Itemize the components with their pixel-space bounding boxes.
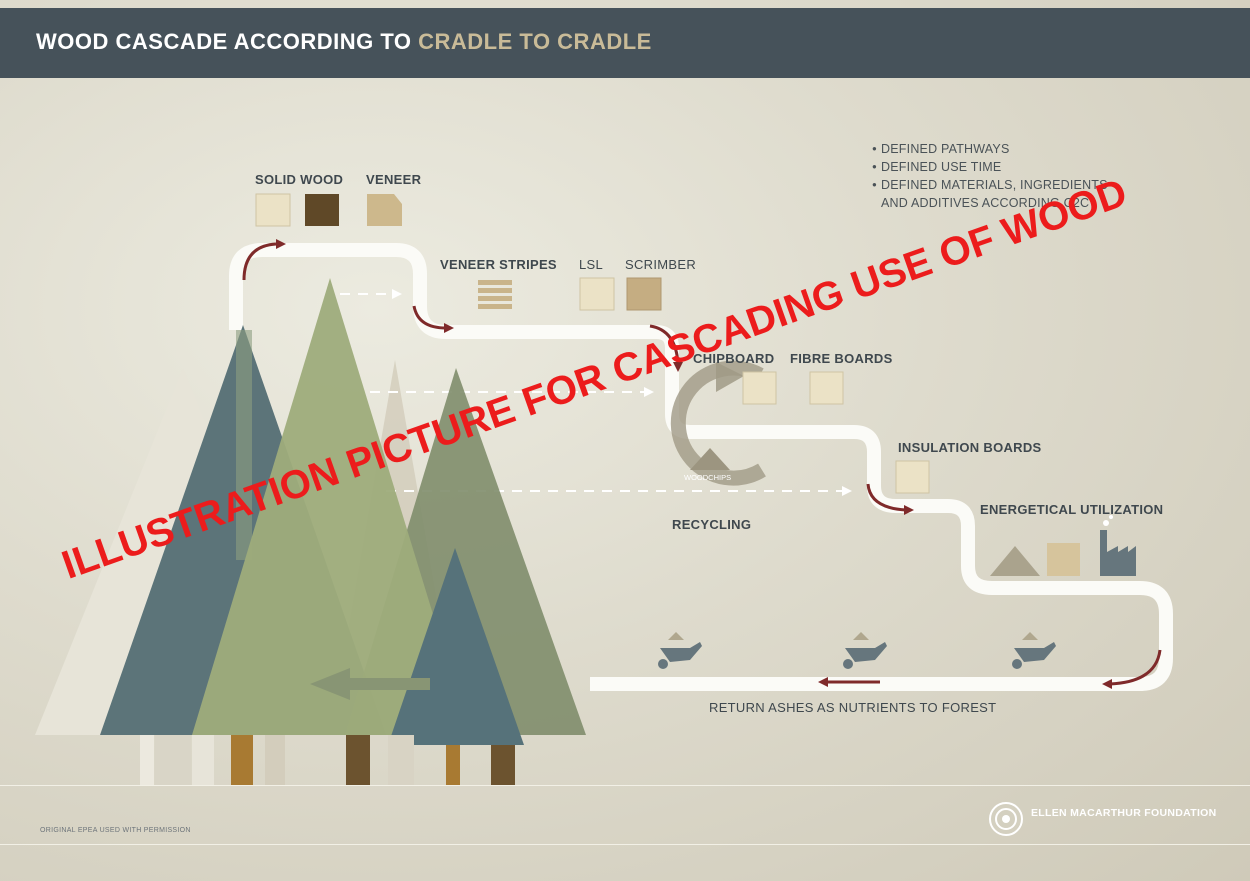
scrimber-swatch [626,277,662,311]
label-solid-wood: SOLID WOOD [255,172,344,187]
red-arrow-4 [866,483,907,512]
red-arrow-1 [242,242,277,281]
label-insulation-boards: INSULATION BOARDS [898,440,1042,455]
pathway-item: AND ADDITIVES ACCORDING C2C [881,196,1090,210]
recycling-arrowhead [716,362,744,392]
ash-pile-icon [990,546,1040,576]
insulation-board-swatch [895,460,930,494]
dashed-arrowhead-insulation [842,486,852,496]
tree-green [192,278,470,735]
page-title: WOOD CASCADE ACCORDING TO CRADLE TO CRAD… [36,29,652,55]
wheelbarrow-icon-3 [1012,632,1056,669]
label-scrimber: SCRIMBER [625,257,697,272]
fibre-board-swatch [809,371,844,405]
label-woodchips: WOODCHIPS [684,473,732,482]
red-arrow-2 [412,305,447,330]
red-arrow-3 [649,324,680,365]
pathway-item: DEFINED MATERIALS, INGREDIENTS [872,177,1108,195]
woodchip-pile-icon [690,448,730,470]
pathway-list: DEFINED PATHWAYS DEFINED USE TIME DEFINE… [872,141,1108,213]
lsl-swatch [579,277,615,311]
solid-wood-light-swatch [255,193,291,227]
credit-text: ORIGINAL EPEA USED WITH PERMISSION [40,827,191,834]
label-veneer: VENEER [366,172,422,187]
veneer-swatch [367,194,402,226]
label-fibre-boards: FIBRE BOARDS [790,351,893,366]
foundation-name: ELLEN MACARTHUR FOUNDATION [1031,807,1217,819]
red-arrowheads [276,239,1112,689]
veneer-stripes-swatch [478,280,512,309]
label-return-ashes: RETURN ASHES AS NUTRIENTS TO FOREST [709,700,997,715]
label-recycling: RECYCLING [672,517,752,532]
dashed-arrowhead-chipboard [644,387,654,397]
pathway-item: DEFINED USE TIME [872,159,1108,177]
chipboard-swatch [742,371,777,405]
tree-slate-small [388,548,524,745]
label-lsl: LSL [579,257,604,272]
cascade-path [229,243,1173,691]
footer-divider-bottom [0,844,1250,845]
solid-wood-dark-swatch [305,194,339,226]
title-main: WOOD CASCADE ACCORDING TO [36,29,419,54]
red-arrow-5 [1109,649,1162,686]
foundation-logo-icon [989,802,1023,836]
label-energetical-utilization: ENERGETICAL UTILIZATION [980,502,1164,517]
wood-block-icon [1047,543,1080,576]
tree-trunks [140,735,515,785]
dashed-arrowhead-veneer [392,289,402,299]
pathway-item: DEFINED PATHWAYS [872,141,1108,159]
title-highlight: CRADLE TO CRADLE [418,29,652,54]
label-veneer-stripes: VENEER STRIPES [440,257,557,272]
footer-divider [0,785,1250,786]
label-chipboard: CHIPBOARD [693,351,775,366]
inner-path-strip [236,330,252,560]
red-arrows [242,242,1162,686]
return-arrow-forest [310,668,430,700]
factory-icon [1100,515,1136,576]
wheelbarrow-icon-2 [843,632,887,669]
header-bar [0,8,1250,78]
wheelbarrow-icon-1 [658,632,702,669]
